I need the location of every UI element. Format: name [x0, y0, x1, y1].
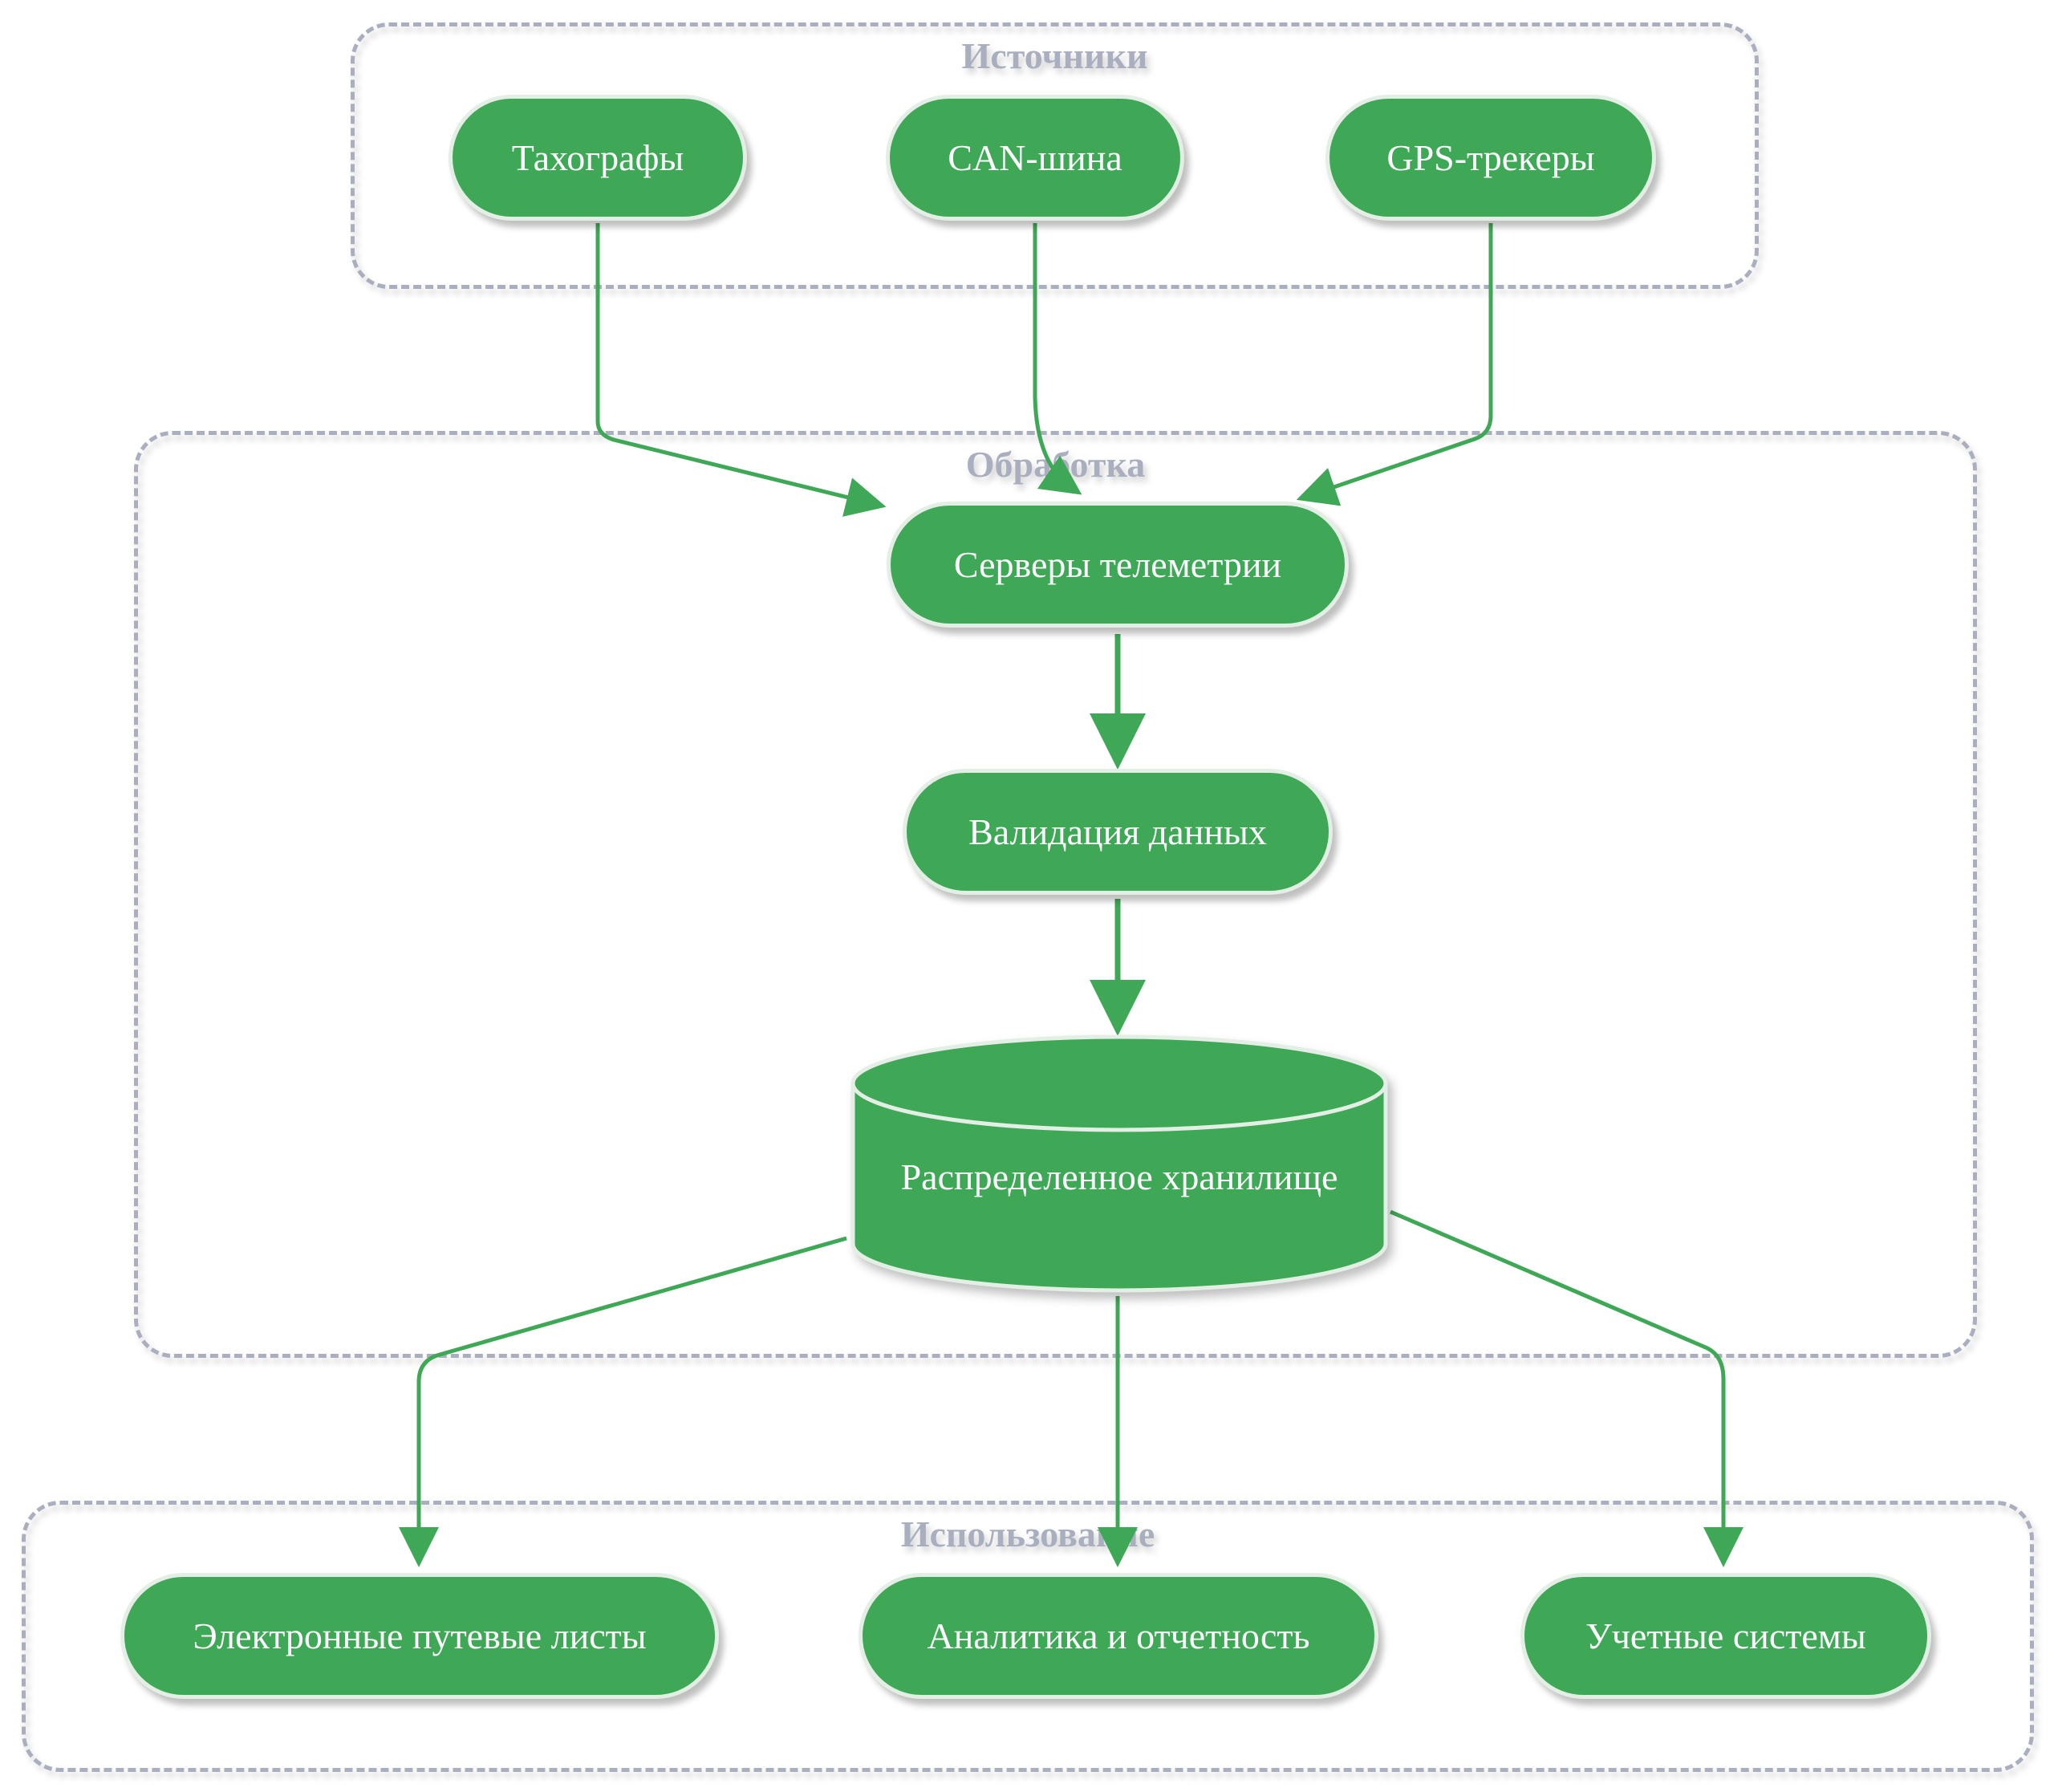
- node-distributed-storage-label: Распределенное хранилище: [900, 1156, 1338, 1197]
- database-cylinder-icon: [850, 1034, 1388, 1293]
- group-sources: Источники: [351, 22, 1759, 289]
- edge-storage-to-accounting: [1390, 1209, 1743, 1567]
- node-analytics-reporting[interactable]: Аналитика и отчетность: [859, 1573, 1378, 1699]
- edge-gps-to-servers: [1296, 223, 1493, 506]
- edge-storage-to-ewaybills: [399, 1236, 847, 1567]
- node-distributed-storage[interactable]: Распределенное хранилище: [850, 1034, 1388, 1296]
- node-e-waybills[interactable]: Электронные путевые листы: [120, 1573, 719, 1699]
- edge-can-to-servers: [1033, 223, 1082, 495]
- node-accounting-systems[interactable]: Учетные системы: [1520, 1573, 1931, 1699]
- edge-tachographs-to-servers: [595, 223, 887, 517]
- node-data-validation[interactable]: Валидация данных: [903, 769, 1333, 895]
- node-telemetry-servers[interactable]: Серверы телеметрии: [887, 502, 1349, 628]
- group-processing: Обработка: [134, 431, 1977, 1358]
- node-can-bus[interactable]: CAN-шина: [886, 95, 1184, 221]
- group-sources-label: Источники: [961, 35, 1148, 76]
- node-tachographs[interactable]: Тахографы: [449, 95, 747, 221]
- node-gps-trackers[interactable]: GPS-трекеры: [1325, 95, 1656, 221]
